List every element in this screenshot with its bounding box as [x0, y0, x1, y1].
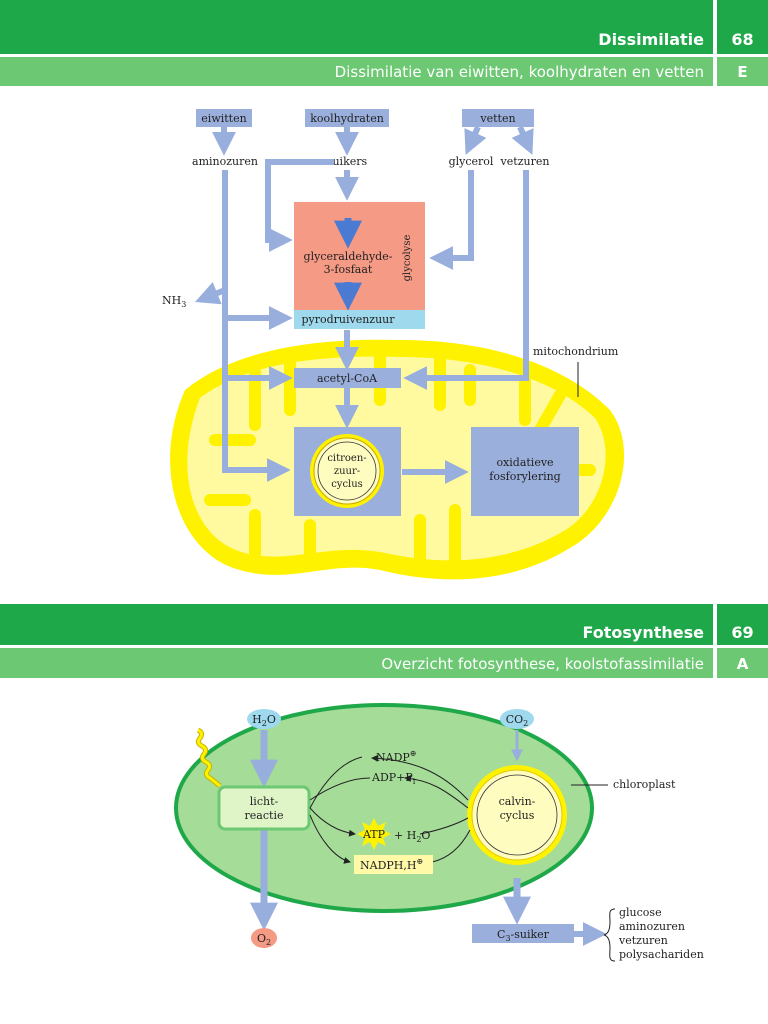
chloroplast-body [174, 703, 594, 913]
section-letter: E [737, 63, 748, 81]
header-number-box [717, 0, 768, 54]
product-glucose: glucose [619, 906, 662, 919]
zuur-label: zuur- [334, 466, 360, 477]
suikers-label: suikers [327, 155, 368, 168]
subheader-bar [0, 648, 713, 678]
products-brace [603, 908, 616, 962]
calvin-label: calvin- [499, 795, 536, 808]
citroen-label: citroen- [327, 453, 366, 464]
glycolyse-label: glycolyse [402, 235, 413, 282]
section-subtitle: Dissimilatie van eiwitten, koolhydraten … [334, 63, 704, 81]
subheader-letter-box [717, 648, 768, 678]
section-title: Fotosynthese [582, 623, 704, 642]
oxidatieve-label: oxidatieve [496, 456, 553, 469]
co2-bubble [500, 709, 534, 729]
dissimilation-diagram: eiwitten koolhydraten vetten aminozuren … [162, 109, 625, 580]
section-number: 69 [731, 623, 754, 642]
section-subtitle: Overzicht fotosynthese, koolstofassimila… [381, 655, 704, 673]
section-number: 68 [731, 30, 754, 49]
c3-suiker-label: C3-suiker [497, 928, 550, 943]
nh3-label: NH3 [162, 294, 186, 309]
nadph-label: NADPH,H⊕ [360, 857, 423, 872]
eiwitten-label: eiwitten [201, 112, 246, 125]
fosforylering-label: fosforylering [489, 470, 560, 483]
product-aminozuren: aminozuren [619, 920, 685, 933]
o2-label: O2 [257, 932, 271, 947]
lichtreactie-box [217, 785, 311, 831]
pyrodruivenzuur-label: pyrodruivenzuur [301, 313, 395, 326]
fosfaat-label: 3-fosfaat [324, 263, 373, 276]
o2-bubble [251, 928, 277, 948]
header-number-box [717, 604, 768, 645]
h2o-label: H2O [252, 713, 276, 728]
h2o-bubble [247, 709, 281, 729]
nadph-box [354, 855, 433, 874]
vetten-box [462, 109, 534, 127]
co2-label: CO2 [506, 713, 529, 728]
oxidatieve-fosforylering-box [471, 427, 579, 516]
subheader-bar [0, 57, 713, 86]
section-letter: A [736, 655, 749, 673]
koolhydraten-label: koolhydraten [310, 112, 384, 125]
vetzuren-label: vetzuren [500, 155, 550, 168]
reactie-label: reactie [245, 809, 284, 822]
nadp-label: NADP⊕ [376, 749, 417, 764]
section-title: Dissimilatie [598, 30, 704, 49]
glycerol-label: glycerol [449, 155, 494, 168]
product-polysachariden: polysachariden [619, 948, 704, 961]
subheader-letter-box [717, 57, 768, 86]
c3-suiker-box [472, 924, 574, 943]
eiwitten-box [196, 109, 252, 127]
atp-star [357, 818, 391, 850]
atp-label: ATP [362, 828, 386, 841]
photosynthesis-diagram: H2O CO2 licht- reactie O2 calvin- cyclus… [174, 703, 704, 962]
adp-label: ADP+Pi [371, 771, 416, 786]
header-bar [0, 0, 713, 54]
header-bar [0, 604, 713, 645]
licht-label: licht- [250, 795, 279, 808]
acetyl-coa-label: acetyl-CoA [317, 372, 378, 385]
product-vetzuren: vetzuren [618, 934, 668, 947]
glyceraldehyde-label: glyceraldehyde- [304, 250, 393, 263]
chloroplast-label: chloroplast [613, 778, 676, 791]
cyclus-label: cyclus [331, 479, 363, 490]
vetten-label: vetten [479, 112, 515, 125]
aminozuren-label: aminozuren [192, 155, 258, 168]
pyrodruivenzuur-box [294, 310, 425, 329]
mitochondrium-label: mitochondrium [533, 345, 619, 358]
koolhydraten-box [305, 109, 389, 127]
plus-h2o-label: + H2O [394, 829, 430, 844]
acetyl-coa-box [294, 368, 401, 388]
cyclus-label: cyclus [500, 809, 535, 822]
